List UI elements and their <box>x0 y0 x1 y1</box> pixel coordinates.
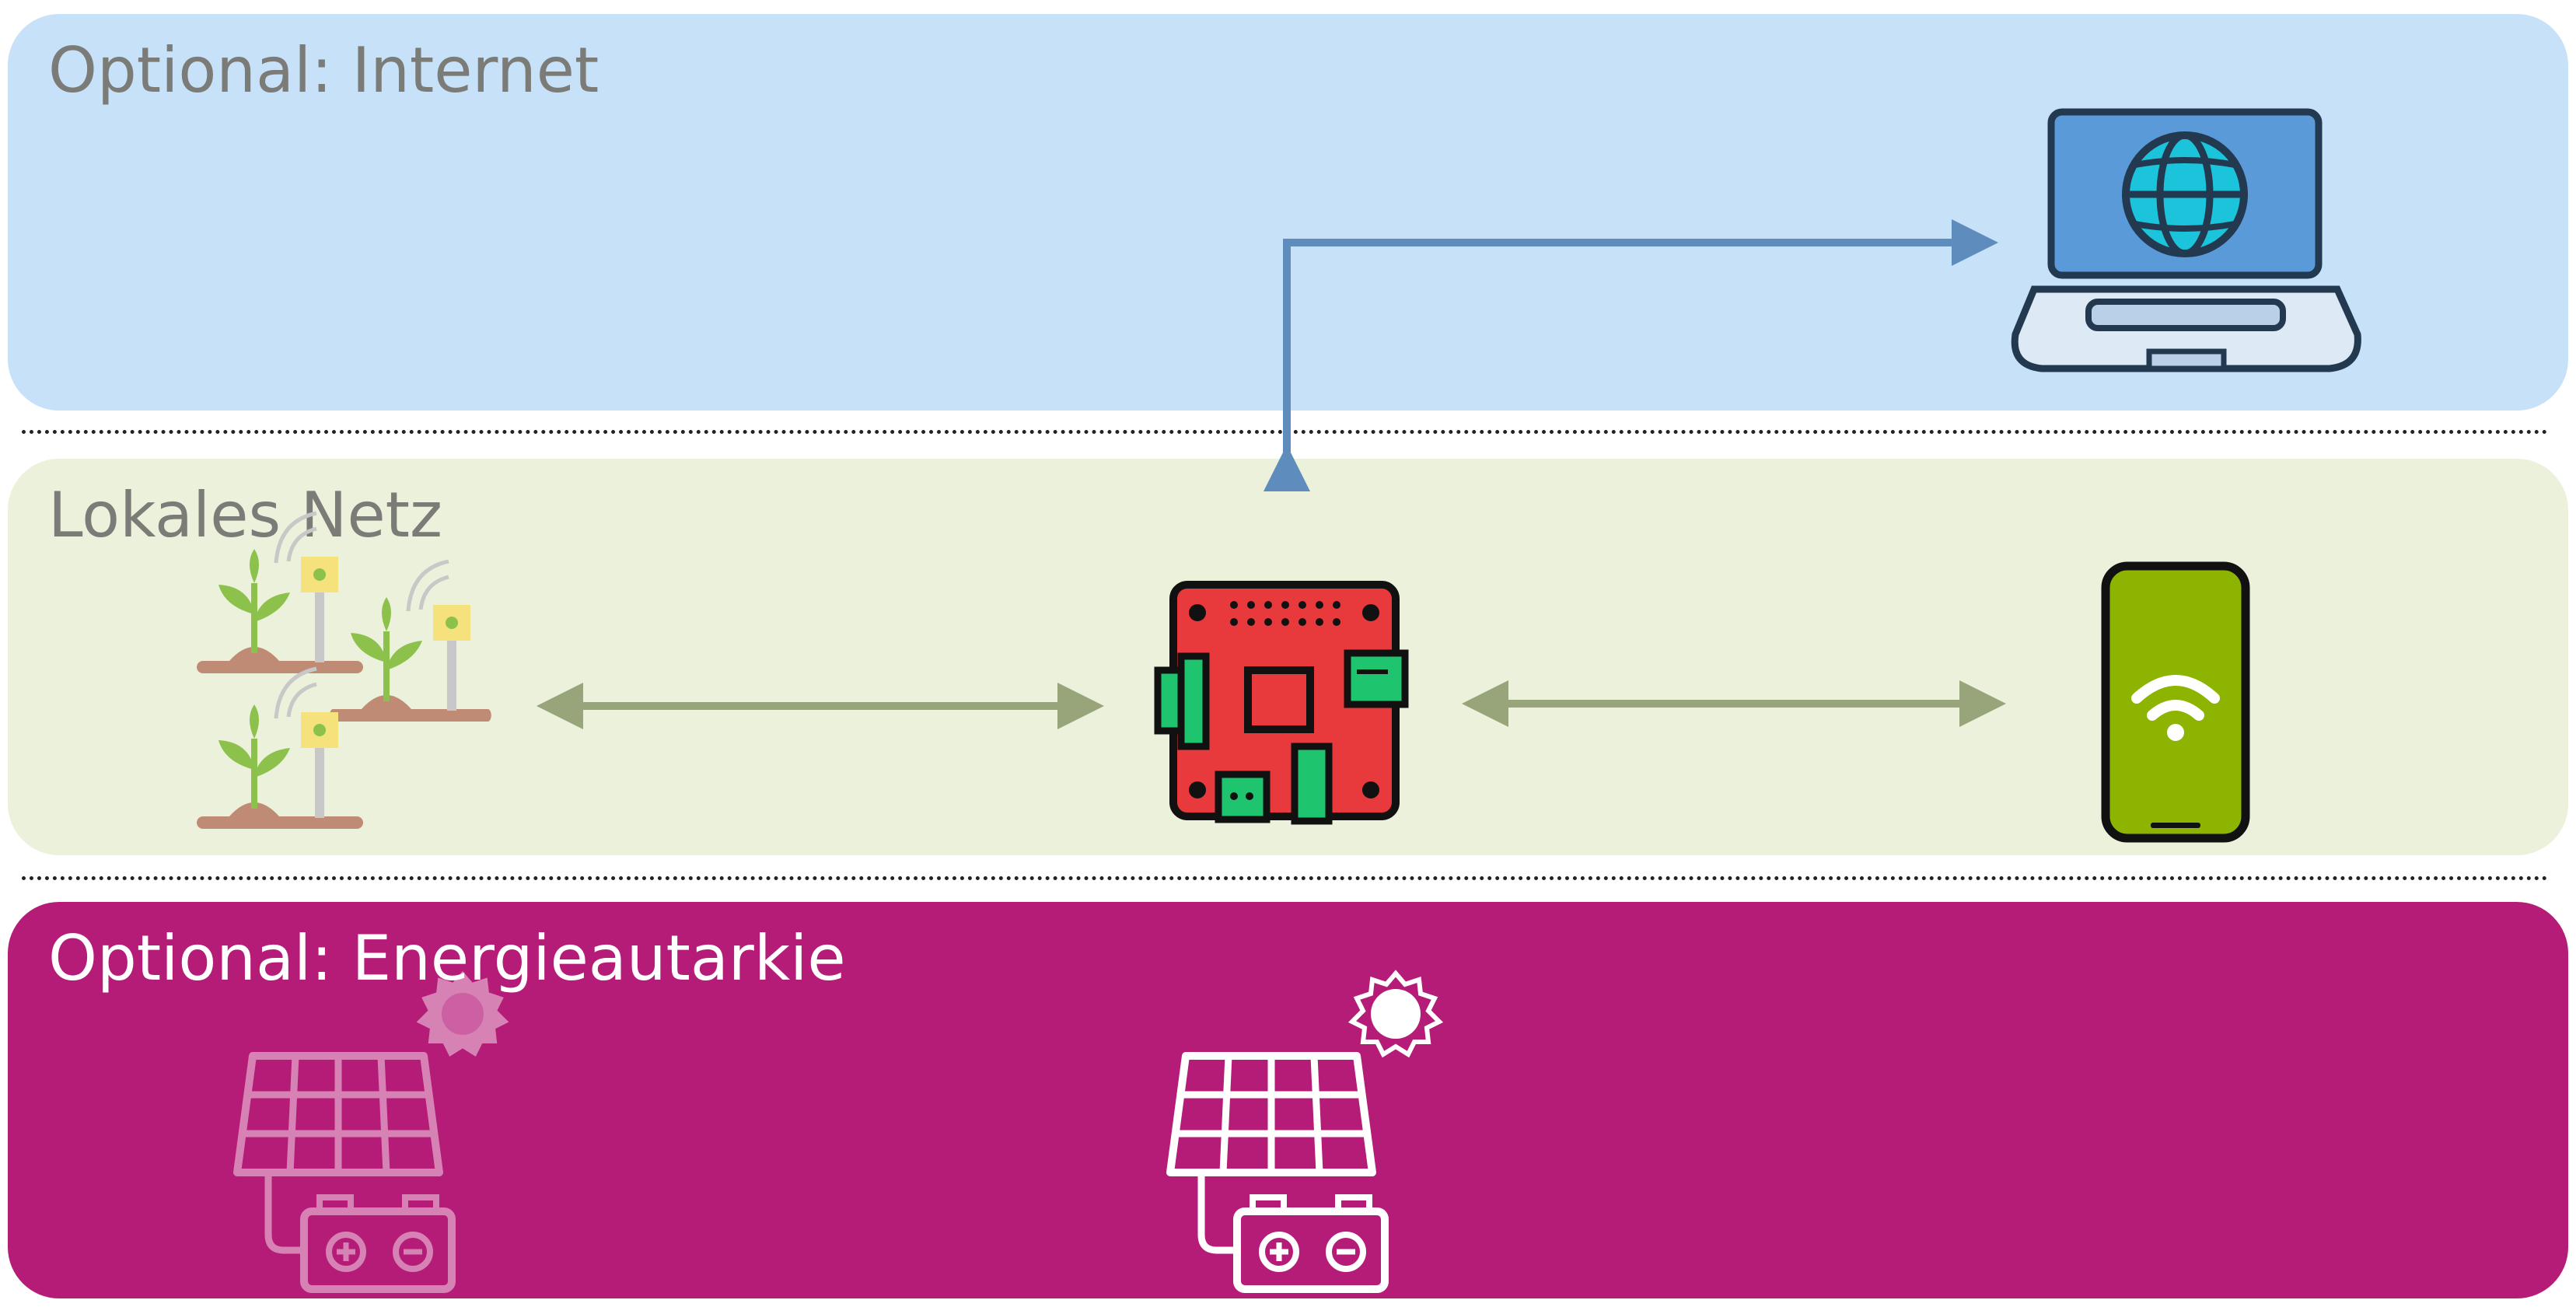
energy-zone-title: Optional: Energieautarkie <box>48 922 846 994</box>
smartphone-wifi-icon <box>2101 561 2250 843</box>
solar-battery-faded-icon <box>233 970 509 1293</box>
plant-sensor-3 <box>197 666 363 829</box>
plant-sensor-1 <box>197 511 363 673</box>
plant-sensor-2 <box>329 559 491 722</box>
plant-sensors-icon <box>197 511 491 829</box>
internet-zone-title: Optional: Internet <box>48 34 599 107</box>
globe-icon <box>2122 131 2248 257</box>
internet-link-arrow <box>1264 219 1998 491</box>
solar-battery-icon <box>1166 970 1444 1293</box>
raspberry-pi-board-icon <box>1154 581 1409 825</box>
laptop-globe-icon <box>2011 108 2361 372</box>
sun-icon <box>416 970 509 1057</box>
wifi-icon <box>2131 675 2220 721</box>
divider-local-energy <box>22 876 2549 880</box>
local-network-zone-title: Lokales Netz <box>48 479 443 551</box>
energy-zone: Optional: Energieautarkie <box>8 902 2568 1298</box>
sun-icon <box>1347 970 1444 1058</box>
